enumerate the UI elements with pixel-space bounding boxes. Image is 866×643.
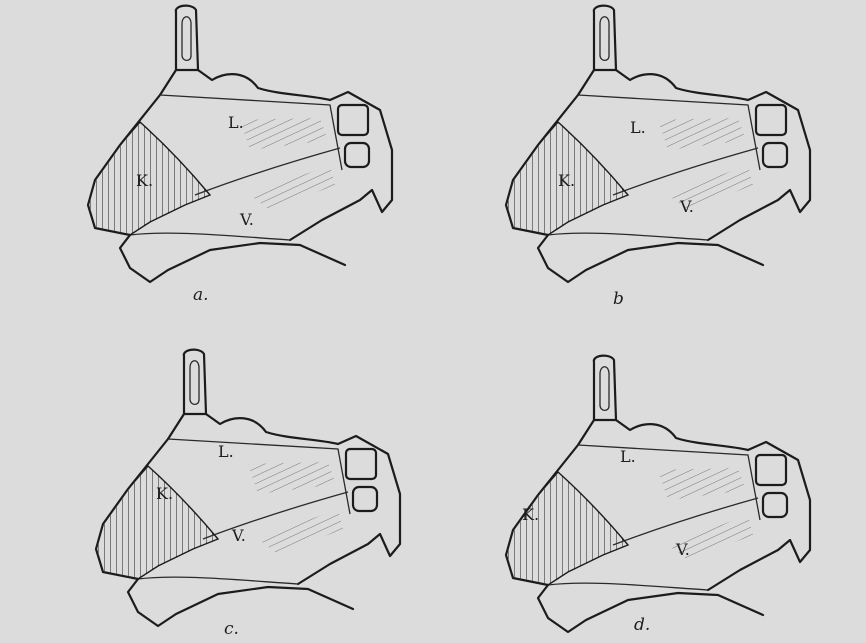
figure-b: L. K. V. b [506, 6, 810, 309]
region-label-vertical: V. [679, 197, 694, 216]
region-label-vertical: V. [231, 526, 246, 545]
region-label-vertical: V. [675, 540, 690, 559]
region-label-lateral: L. [630, 118, 646, 137]
figure-d: L. K. V. d. [506, 356, 810, 635]
figure-caption: a. [193, 285, 209, 305]
figure-caption: d. [634, 615, 650, 635]
figure-caption: c. [224, 619, 239, 639]
figure-a: L. K. V. a. [88, 6, 392, 305]
region-label-cartilage: K. [522, 505, 539, 524]
figure-c: L. K. V. c. [96, 350, 400, 639]
figure-caption: b [613, 289, 624, 309]
region-label-lateral: L. [218, 442, 234, 461]
region-label-lateral: L. [620, 447, 636, 466]
region-label-lateral: L. [228, 113, 244, 132]
region-label-cartilage: K. [558, 171, 575, 190]
region-label-cartilage: K. [156, 484, 173, 503]
region-label-vertical: V. [239, 210, 254, 229]
region-label-cartilage: K. [136, 171, 153, 190]
